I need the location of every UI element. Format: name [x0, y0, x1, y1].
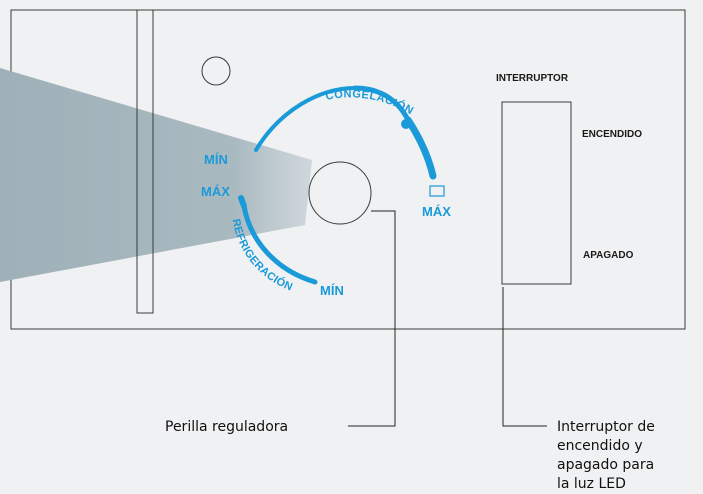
- led-switch[interactable]: [501, 101, 572, 285]
- fridge-max-label: MÁX: [201, 184, 230, 199]
- fridge-scale-arc: [241, 203, 318, 285]
- switch-callout-line-3: apagado para: [557, 457, 654, 473]
- freeze-scale-dot: [401, 119, 411, 129]
- switch-callout-line-4: la luz LED: [557, 476, 626, 492]
- switch-on-label: ENCENDIDO: [582, 129, 642, 140]
- freeze-max-marker: [429, 185, 445, 197]
- switch-callout-line-2: encendido y: [557, 438, 643, 454]
- freeze-scale-arc: [254, 86, 357, 152]
- led-light-beam: [0, 68, 312, 282]
- freeze-min-label: MÍN: [204, 152, 228, 167]
- knob-callout-text: Perilla reguladora: [165, 419, 288, 435]
- fridge-scale-arc-start: [238, 195, 247, 209]
- sensor-circle: [201, 56, 231, 86]
- switch-callout-line-1: Interruptor de: [557, 419, 655, 435]
- vertical-strip: [136, 9, 154, 314]
- fridge-min-label: MÍN: [320, 283, 344, 298]
- knob-callout-line: [348, 210, 396, 427]
- freeze-max-label: MÁX: [422, 204, 451, 219]
- regulating-knob[interactable]: [308, 161, 372, 225]
- switch-callout-line: [502, 287, 547, 427]
- switch-off-label: APAGADO: [583, 250, 634, 261]
- freeze-scale-arc-mid: [352, 85, 411, 123]
- switch-title: INTERRUPTOR: [496, 73, 569, 84]
